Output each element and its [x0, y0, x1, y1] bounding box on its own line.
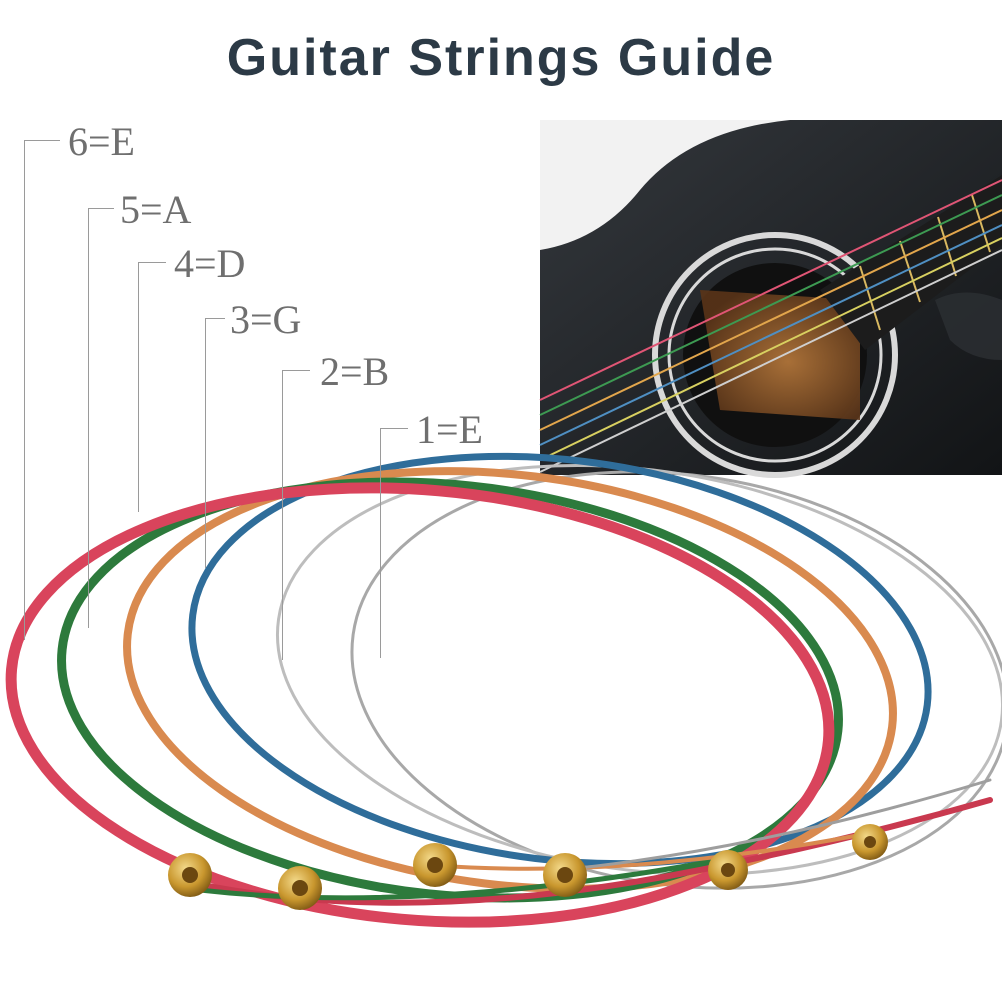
leader-tick — [24, 140, 60, 141]
leader-tick — [205, 318, 225, 319]
ball-end-icon — [278, 866, 322, 910]
guitar-photo — [539, 120, 1002, 478]
string-label-1: 1=E — [416, 407, 483, 452]
guitar-strings — [539, 179, 1002, 473]
fretboard — [820, 175, 1002, 350]
leader-line — [205, 318, 206, 568]
leader-tick — [138, 262, 166, 263]
ball-end-icon — [543, 853, 587, 897]
leader-line — [24, 140, 25, 640]
ball-end-icon — [413, 843, 457, 887]
string-label-4: 4=D — [174, 241, 246, 286]
string-label-2: 2=B — [320, 349, 390, 394]
leader-line — [282, 370, 283, 660]
page-title: Guitar Strings Guide — [226, 29, 776, 87]
leader-tick — [282, 370, 310, 371]
leader-line — [88, 208, 89, 628]
leader-tick — [88, 208, 114, 209]
coil-string-6 — [5, 482, 835, 928]
ball-end-icon — [852, 824, 888, 860]
string-coils — [5, 452, 1002, 928]
ball-end-icon — [708, 850, 748, 890]
leader-line — [380, 428, 381, 658]
leader-line — [138, 262, 139, 512]
ball-end-icon — [168, 853, 212, 897]
ball-ends — [168, 824, 888, 910]
string-label-3: 3=G — [230, 297, 302, 342]
coil-string-4 — [123, 467, 897, 893]
soundhole-rosette — [652, 232, 898, 478]
string-label-5: 5=A — [120, 187, 192, 232]
coil-string-3 — [188, 452, 932, 868]
string-label-6: 6=E — [68, 119, 135, 164]
leader-tick — [380, 428, 408, 429]
